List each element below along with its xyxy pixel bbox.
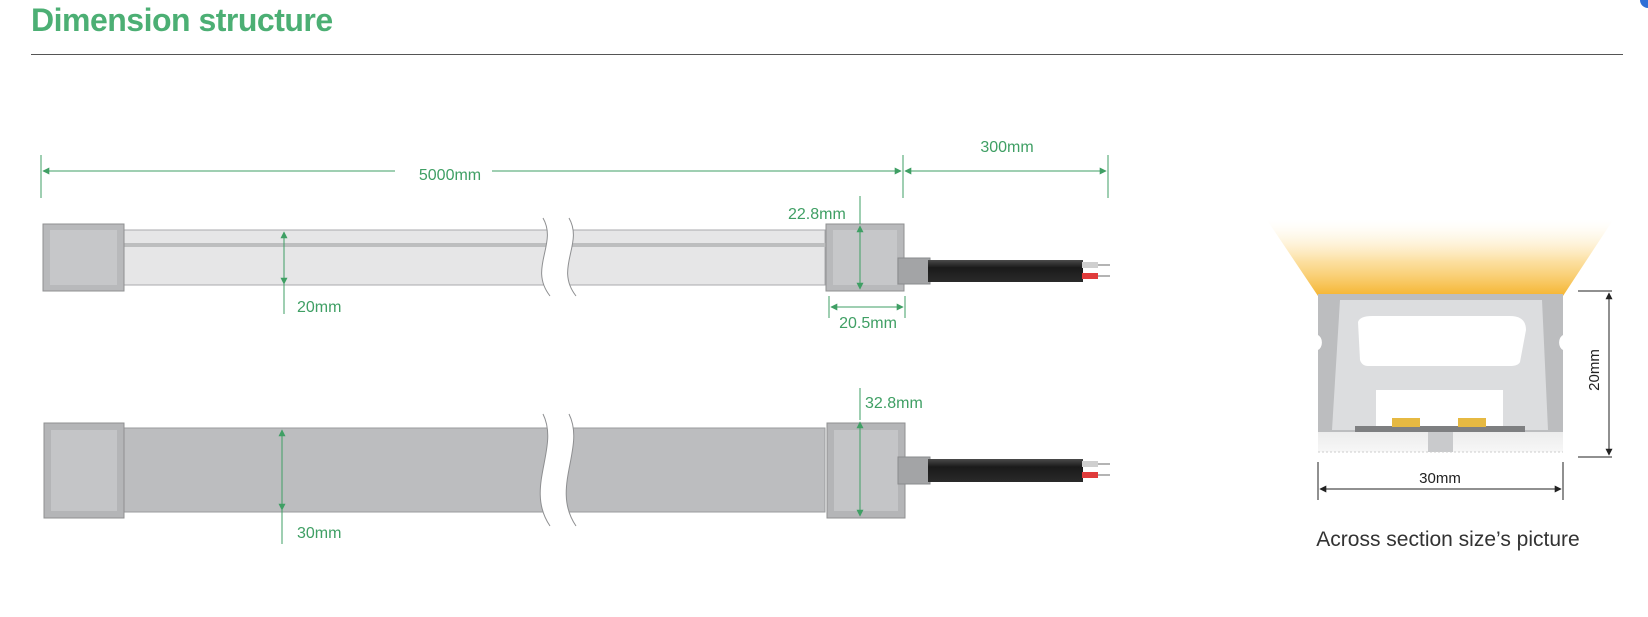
endcap-height-top-dimension: 32.8mm	[856, 388, 923, 517]
strip-top-body	[119, 427, 826, 513]
endcap-width-dimension: 20.5mm	[828, 296, 906, 332]
strip-width-label: 30mm	[297, 525, 341, 542]
profile-lens	[1358, 316, 1526, 366]
cross-section: 20mm 30mm	[1267, 220, 1613, 500]
wire-white	[1082, 262, 1098, 268]
endcap-height-dimension: 22.8mm	[788, 196, 864, 290]
break-gap-top	[540, 414, 576, 526]
wire-red-top	[1082, 472, 1098, 478]
cable-length-label: 300mm	[980, 139, 1033, 156]
endcap-height-label: 22.8mm	[788, 206, 846, 223]
strip-height-label: 20mm	[297, 299, 341, 316]
pcb-board	[1355, 426, 1525, 432]
page-title: Dimension structure	[31, 2, 333, 38]
top-view: 30mm 32.8mm	[43, 388, 1110, 544]
cable-grommet	[897, 257, 931, 285]
strip-height-dimension: 20mm	[280, 231, 341, 316]
title-divider	[31, 54, 1623, 55]
cable-top	[928, 459, 1083, 482]
section-height-label: 20mm	[1586, 349, 1603, 391]
led-chip-left	[1392, 418, 1420, 427]
side-view: 5000mm 300mm 20mm	[40, 139, 1110, 332]
strip-width-dimension: 30mm	[278, 429, 341, 544]
led-chip-right	[1458, 418, 1486, 427]
section-width-dimension: 30mm	[1317, 462, 1564, 500]
endcap-height-top-label: 32.8mm	[865, 395, 923, 412]
cable	[928, 260, 1083, 282]
endcap-width-label: 20.5mm	[839, 315, 897, 332]
corner-marker	[1640, 0, 1648, 8]
cable-length-dimension: 300mm	[904, 139, 1107, 175]
cable-grommet-top	[897, 456, 931, 485]
wire-white-top	[1082, 461, 1098, 467]
cross-section-caption: Across section size’s picture	[1316, 528, 1580, 551]
wire-red	[1082, 273, 1098, 279]
length-dimension: 5000mm	[40, 155, 1109, 198]
length-label: 5000mm	[419, 167, 481, 184]
section-width-label: 30mm	[1419, 470, 1461, 487]
light-glow	[1267, 220, 1613, 296]
strip-body	[119, 229, 826, 286]
section-height-dimension: 20mm	[1578, 290, 1613, 458]
